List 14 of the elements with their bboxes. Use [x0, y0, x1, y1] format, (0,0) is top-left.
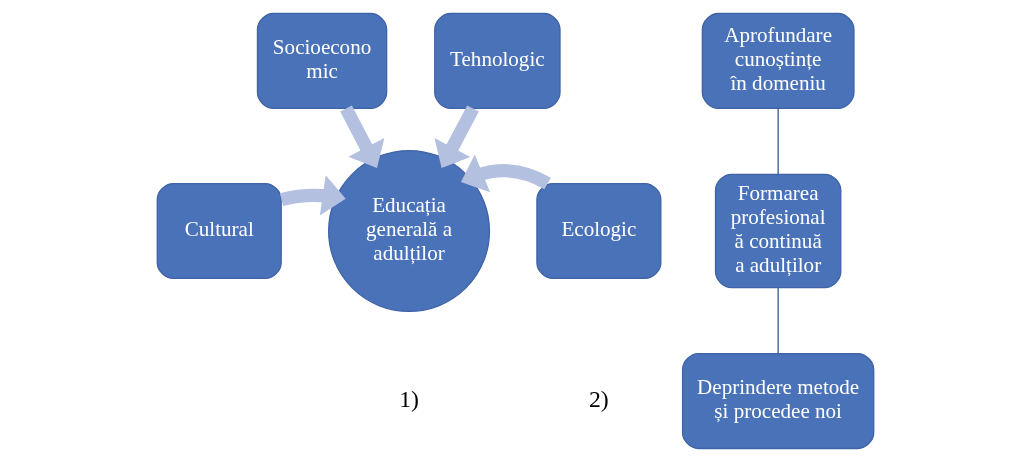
node-box: Tehnologic: [433, 12, 561, 110]
arrow: [339, 105, 384, 169]
arrow: [433, 105, 479, 169]
node-box: Ecologic: [535, 182, 661, 280]
node-box: Deprindere metode și procedee noi: [681, 352, 874, 450]
label: 2): [588, 385, 609, 412]
connector: [777, 287, 779, 354]
node-box: Formarea profesional ă continuă a adulților: [714, 173, 841, 289]
connector: [777, 107, 779, 175]
node-box: Aprofundare cunoștințe în domeniu: [701, 12, 855, 110]
node-box: Socioecono mic: [256, 12, 387, 110]
node-box: Cultural: [156, 182, 282, 280]
label: 1): [398, 385, 419, 412]
arrow: [460, 154, 551, 193]
